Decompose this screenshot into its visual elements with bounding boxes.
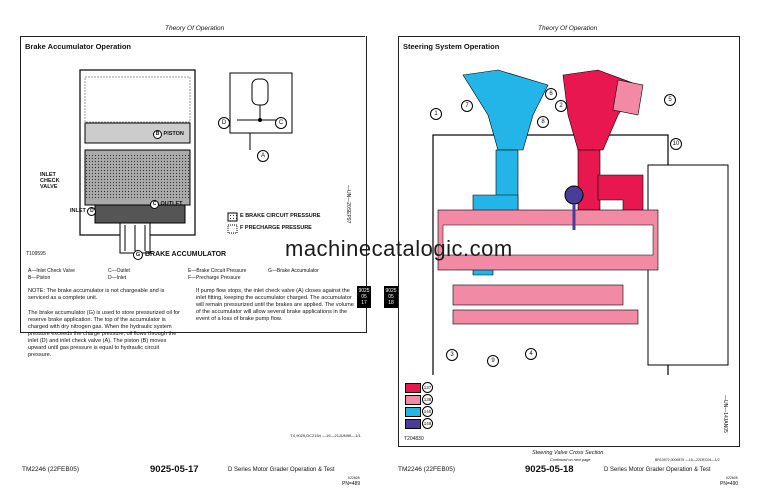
left-figure-frame (20, 36, 367, 333)
label-brake-accumulator: G BRAKE ACCUMULATOR (133, 250, 226, 260)
legend-swatch-138 (405, 395, 421, 405)
legend-code-140: 140 (422, 406, 433, 417)
left-section-title: Brake Accumulator Operation (25, 42, 131, 51)
left-footer-date: 022605 (348, 476, 360, 480)
callout-5: 5 (664, 94, 676, 106)
left-figure-id: T109595 (26, 251, 46, 257)
left-paragraph-1: The brake accumulator (G) is used to sto… (28, 310, 181, 358)
callout-3: 3 (446, 349, 458, 361)
right-continued: Continued on next page (550, 458, 591, 462)
right-figure-id: T204830 (404, 436, 424, 442)
legend-c: C—Outlet (108, 268, 130, 274)
label-brake-circuit-pressure: E BRAKE CIRCUIT PRESSURE (240, 213, 321, 219)
callout-1: 1 (430, 108, 442, 120)
label-inlet: INLET D (70, 207, 97, 216)
right-footer-page: 9025-05-18 (525, 464, 574, 475)
callout-7: 7 (461, 100, 473, 112)
label-piston: B PISTON (153, 130, 184, 139)
legend-code-137: 137 (422, 382, 433, 393)
callout-2: 2 (555, 100, 567, 112)
legend-code-138: 138 (422, 394, 433, 405)
watermark-text: machinecatalogic.com (285, 236, 513, 261)
left-figure-code: —UN—20SEP97 (345, 185, 351, 224)
left-note: NOTE: The brake accumulator is not charg… (28, 288, 165, 301)
right-header-rule (398, 36, 740, 37)
left-paragraph-2: If pump flow stops, the inlet check valv… (196, 288, 354, 322)
steering-valve-diagram (432, 69, 729, 375)
label-precharge-pressure: F PRECHARGE PRESSURE (240, 225, 312, 231)
callout-a-schematic: A (257, 150, 269, 162)
left-header: Theory Of Operation (165, 25, 225, 32)
callout-8: 8 (537, 116, 549, 128)
right-figure-code: —UN—14JAN05 (722, 395, 728, 433)
right-caption: Steering Valve Cross Section (532, 450, 604, 456)
brake-accumulator-diagram (79, 69, 293, 254)
callout-4: 4 (525, 348, 537, 360)
legend-a: A—Inlet Check Valve (28, 268, 75, 274)
callout-10: 10 (670, 138, 682, 150)
legend-swatch-148 (405, 419, 421, 429)
right-section-title: Steering System Operation (403, 42, 500, 51)
callout-d-schematic: D (218, 117, 230, 129)
legend-code-148: 148 (422, 418, 433, 429)
left-footer-page: 9025-05-17 (150, 464, 199, 475)
right-footer-title: D Series Motor Grader Operation & Test (604, 467, 711, 473)
right-footer-pn: PN=490 (720, 481, 739, 487)
left-footer-pn: PN=489 (342, 481, 361, 487)
callout-c-schematic: C (275, 117, 287, 129)
legend-e: E—Brake Circuit Pressure (188, 268, 247, 274)
right-small-code: BR13972,0000875 —19—22DEC04—1/2 (655, 458, 720, 462)
label-inlet-check-valve: INLET CHECK VALVE (40, 172, 60, 190)
legend-f: F—Precharge Pressure (188, 275, 241, 281)
left-footer-title: D Series Motor Grader Operation & Test (228, 467, 335, 473)
label-outlet: C OUTLET (150, 200, 183, 209)
legend-d: D—Inlet (108, 275, 127, 281)
right-header: Theory Of Operation (538, 25, 598, 32)
left-small-code: TX,9025,DC2154 —19—21JUN99—1/1 (290, 433, 361, 438)
right-footer-manual: TM2246 (22FEB05) (398, 466, 456, 473)
legend-swatch-140 (405, 407, 421, 417)
right-figure-frame (398, 36, 740, 447)
legend-g: G—Brake Accumulator (268, 268, 319, 274)
left-footer-manual: TM2246 (22FEB05) (22, 466, 80, 473)
legend-swatch-137 (405, 383, 421, 393)
legend-b: B—Piston (28, 275, 51, 281)
left-header-rule (20, 36, 365, 37)
right-footer-date: 022605 (726, 476, 738, 480)
callout-6: 6 (545, 88, 557, 100)
callout-9: 9 (487, 355, 499, 367)
